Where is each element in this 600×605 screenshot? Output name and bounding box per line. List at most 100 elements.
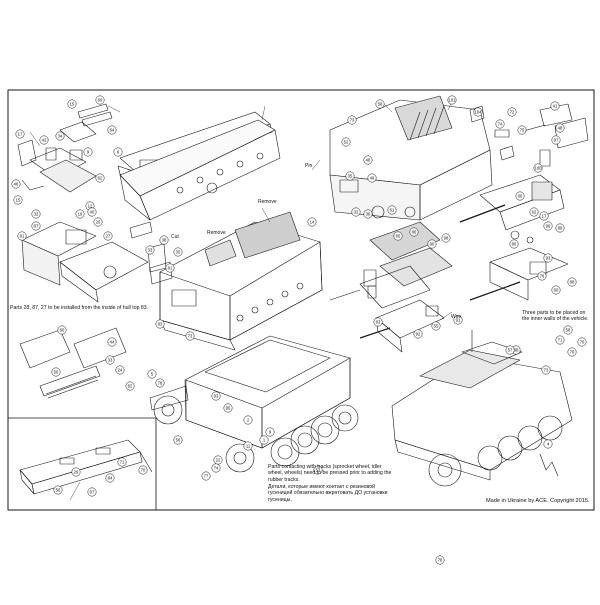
callout-number: 72	[510, 110, 515, 115]
callout-number: 99	[546, 224, 551, 229]
callout-circle	[13, 195, 23, 205]
callout-circle	[473, 107, 483, 117]
callout-number: 58	[566, 328, 571, 333]
callout-64: 64	[107, 125, 117, 135]
callout-number: 49	[370, 176, 375, 181]
callout-41: 41	[550, 101, 560, 111]
callout-38: 38	[159, 235, 169, 245]
callout-104: 104	[473, 107, 483, 117]
callout-circle	[265, 427, 275, 437]
callout-number: 95	[226, 406, 231, 411]
callout-number: 71	[120, 460, 125, 465]
callout-circle	[409, 227, 419, 237]
callout-89: 89	[555, 223, 565, 233]
callout-circle	[87, 207, 97, 217]
callout-number: 11	[246, 444, 251, 449]
callout-circle	[105, 355, 115, 365]
callout-88: 88	[567, 277, 577, 287]
callout-number: 44	[110, 340, 115, 345]
callout-circle	[507, 107, 517, 117]
hull-body-ribs	[409, 105, 445, 141]
callout-circle	[351, 207, 361, 217]
callout-number: 17	[18, 132, 23, 137]
callout-number: 75	[520, 128, 525, 133]
callout-circle	[495, 119, 505, 129]
callout-circle	[363, 155, 373, 165]
callout-number: 41	[553, 104, 558, 109]
callout-number: 34	[58, 134, 63, 139]
part-group-mg-upper	[519, 103, 589, 167]
callout-circle	[147, 369, 157, 379]
callout-circle	[515, 191, 525, 201]
callout-circle	[567, 277, 577, 287]
callout-87: 87	[31, 221, 41, 231]
callout-circle	[113, 147, 123, 157]
callout-number: 26	[96, 220, 101, 225]
callout-circle	[155, 378, 165, 388]
callout-number: 56	[176, 438, 181, 443]
callout-77: 77	[201, 471, 211, 481]
callout-number: 82	[128, 384, 133, 389]
callout-17: 17	[15, 129, 25, 139]
callout-61: 61	[387, 205, 397, 215]
callout-44: 44	[107, 337, 117, 347]
callout-62: 62	[529, 207, 539, 217]
callout-number: 77	[204, 474, 209, 479]
callout-circle	[441, 233, 451, 243]
callout-73: 73	[347, 115, 357, 125]
callout-circle	[543, 221, 553, 231]
callout-number: 76	[540, 274, 545, 279]
vehicle-roadwheels	[270, 404, 359, 467]
callout-circle	[517, 125, 527, 135]
callout-circle	[211, 391, 221, 401]
callout-93: 93	[543, 253, 553, 263]
callout-number: 60	[518, 194, 523, 199]
callout-number: 73	[350, 118, 355, 123]
callout-number: 92	[416, 332, 421, 337]
callout-number: 71	[558, 338, 563, 343]
callout-circle	[577, 337, 587, 347]
callout-number: 27	[106, 234, 111, 239]
callout-circle	[555, 335, 565, 345]
callout-number: 67	[90, 490, 95, 495]
callout-24: 24	[115, 365, 125, 375]
callout-number: 88	[570, 280, 575, 285]
inset-frame	[7, 417, 157, 511]
wheels-note-en: Parts contacting with tracks (sprocket w…	[268, 464, 392, 483]
callout-circle	[165, 263, 175, 273]
callout-number: 4	[547, 442, 550, 447]
callout-number: 86	[412, 230, 417, 235]
callout-number: 104	[475, 110, 483, 115]
callout-91: 91	[453, 315, 463, 325]
callout-circle	[529, 207, 539, 217]
callout-number: 93	[546, 256, 551, 261]
callout-73: 73	[541, 365, 551, 375]
callout-circle	[435, 555, 445, 565]
callout-circle	[103, 231, 113, 241]
callout-number: 32	[354, 210, 359, 215]
callout-27: 27	[103, 231, 113, 241]
callout-circle	[413, 329, 423, 339]
callout-circle	[173, 435, 183, 445]
callout-17: 17	[539, 211, 549, 221]
callout-number: 15	[70, 102, 75, 107]
wire-label: Wire	[451, 314, 461, 320]
callout-number: 50	[54, 370, 59, 375]
callout-circle	[95, 173, 105, 183]
callout-circle	[543, 253, 553, 263]
hull-top-bolts	[236, 282, 304, 322]
callout-number: 62	[98, 176, 103, 181]
callout-circle	[363, 209, 373, 219]
part-group-hull-inner-left	[21, 221, 149, 303]
callout-number: 60	[554, 288, 559, 293]
callout-50: 50	[51, 367, 61, 377]
callout-number: 35	[176, 250, 181, 255]
wheels-note-ru: Детали, которые имеют контакт с резиново…	[268, 484, 388, 503]
callout-circle	[75, 209, 85, 219]
callout-circle	[509, 239, 519, 249]
callout-75: 75	[517, 125, 527, 135]
callout-number: 24	[118, 368, 123, 373]
callout-number: 63	[376, 320, 381, 325]
callout-circle	[387, 205, 397, 215]
callout-circle	[550, 101, 560, 111]
